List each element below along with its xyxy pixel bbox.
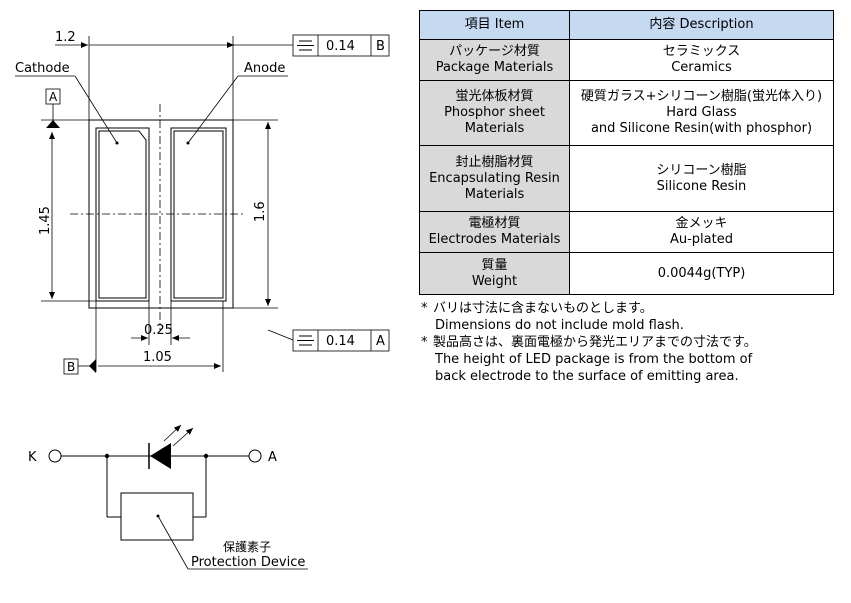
- tolerance-value-1: 0.14: [326, 39, 355, 54]
- terminal-a: [248, 449, 262, 463]
- dimension-height-left: 1.45: [38, 206, 53, 235]
- protection-device-label-jp: 保護素子: [223, 539, 271, 554]
- cathode-electrode-inner: [98, 130, 147, 299]
- note-mold-flash: *バリは寸法に含まないものとします。 Dimensions do not inc…: [421, 301, 684, 333]
- terminal-k: [48, 449, 62, 463]
- symmetry-symbol-1: [297, 40, 314, 51]
- cathode-electrode-outer: [95, 127, 150, 302]
- row-description: 0.0044g(TYP): [569, 252, 834, 295]
- table-header-row: 項目 Item 内容 Description: [419, 10, 834, 40]
- note-package-height: *製品高さは、裏面電極から発光エリアまでの寸法です。 The height of…: [421, 335, 757, 384]
- anode-electrode-inner: [173, 130, 224, 299]
- datum-a-flag: A: [49, 90, 58, 104]
- anode-electrode-outer: [170, 127, 227, 302]
- terminal-k-label: K: [28, 450, 37, 465]
- header-description: 内容 Description: [569, 10, 834, 40]
- terminal-a-label: A: [268, 450, 277, 465]
- led-diode-symbol: [150, 443, 171, 469]
- cathode-label: Cathode: [15, 61, 70, 76]
- datum-b-flag: B: [67, 360, 75, 374]
- light-emission-arrows: [163, 424, 194, 447]
- header-item: 項目 Item: [419, 10, 570, 40]
- dimension-gap: 0.25: [144, 323, 173, 338]
- dimension-width-top: 1.2: [55, 30, 76, 45]
- dimension-height-right: 1.6: [253, 201, 268, 222]
- protection-device-label-en: Protection Device: [191, 555, 305, 570]
- tolerance-datum-2: A: [376, 334, 385, 349]
- circuit-diagram: [48, 424, 308, 570]
- notes-block: *バリは寸法に含まないものとします。 Dimensions do not inc…: [421, 300, 757, 385]
- dimension-width-bottom: 1.05: [143, 350, 172, 365]
- symmetry-symbol-2: [297, 335, 314, 346]
- anode-label: Anode: [244, 61, 285, 76]
- tolerance-value-2: 0.14: [326, 334, 355, 349]
- tolerance-datum-1: B: [376, 39, 385, 54]
